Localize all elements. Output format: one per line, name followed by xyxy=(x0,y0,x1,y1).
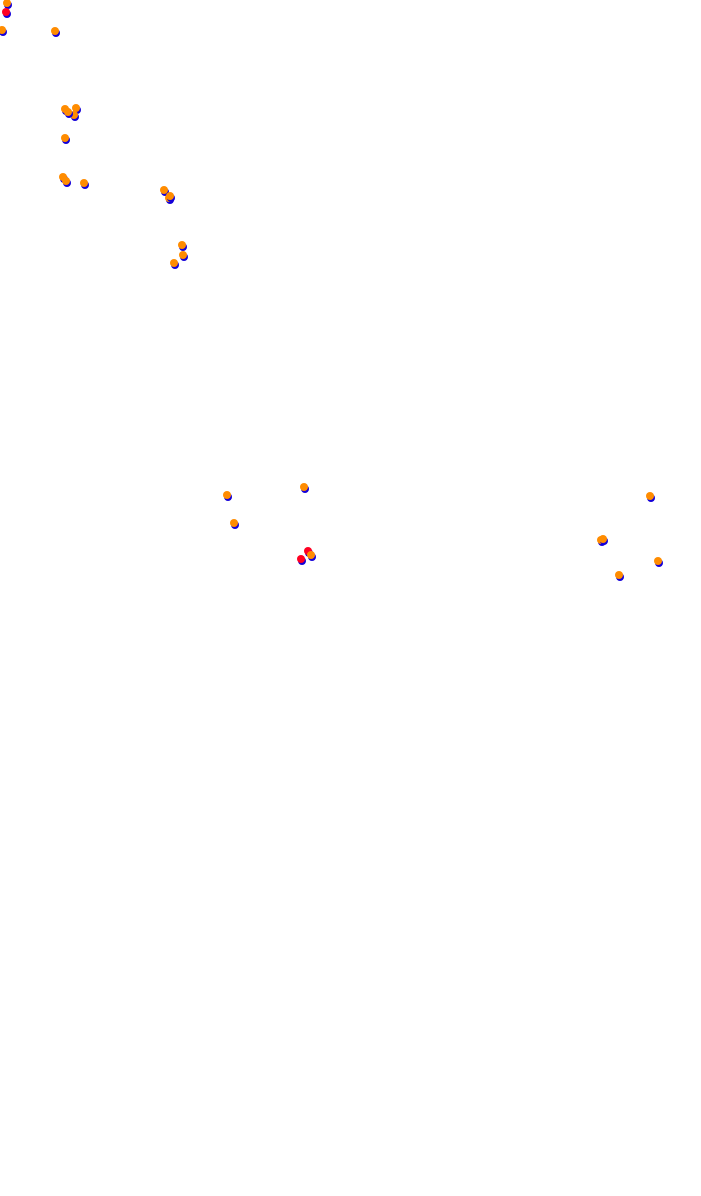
map-marker xyxy=(307,551,315,559)
right-cluster xyxy=(597,492,663,581)
map-marker xyxy=(170,259,178,267)
map-marker xyxy=(51,27,59,35)
upper-mid-cluster xyxy=(59,104,188,269)
map-marker xyxy=(61,134,69,142)
map-marker xyxy=(300,483,308,491)
top-left-cluster xyxy=(0,0,60,37)
map-marker xyxy=(230,519,238,527)
map-marker xyxy=(72,104,80,112)
map-marker xyxy=(615,571,623,579)
map-marker xyxy=(160,186,168,194)
map-marker xyxy=(646,492,654,500)
center-cluster xyxy=(223,483,316,565)
map-marker xyxy=(80,179,88,187)
map-marker xyxy=(166,192,174,200)
map-marker xyxy=(62,177,70,185)
map-marker xyxy=(64,108,72,116)
map-marker xyxy=(179,251,187,259)
map-marker xyxy=(223,491,231,499)
map-marker xyxy=(178,241,186,249)
map-marker xyxy=(654,557,662,565)
highlighted-marker xyxy=(2,8,10,16)
highlighted-marker xyxy=(297,555,305,563)
map-marker xyxy=(0,26,6,34)
map-marker xyxy=(3,0,11,7)
map-marker xyxy=(599,535,607,543)
